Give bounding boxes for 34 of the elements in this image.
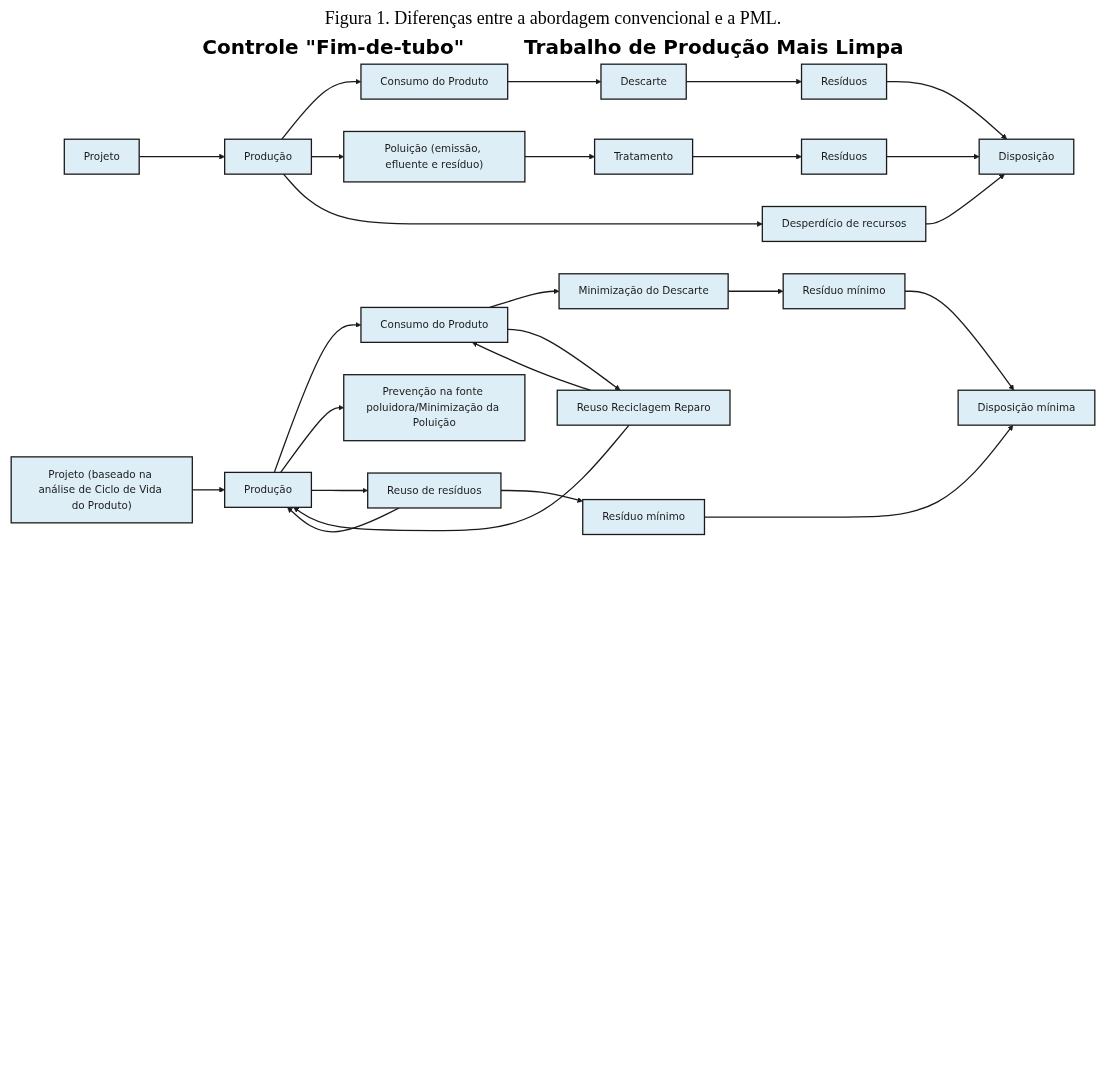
arrow bbox=[489, 288, 560, 309]
node-box: Desperdício de recursos bbox=[761, 205, 927, 243]
node-box: Resíduos bbox=[800, 138, 888, 175]
node-box: Reuso de resíduos bbox=[367, 472, 502, 509]
node-box: Minimização do Descarte bbox=[558, 273, 729, 310]
arrow bbox=[925, 173, 1005, 225]
node-box: Projeto (baseado na análise de Ciclo de Vida do Produto) bbox=[10, 456, 193, 524]
arrow bbox=[282, 173, 763, 227]
node-box: Disposição mínima bbox=[957, 389, 1096, 426]
node-box: Consumo do Produto bbox=[360, 63, 509, 100]
arrow bbox=[280, 404, 344, 474]
arrow bbox=[287, 507, 400, 533]
node-box: Disposição bbox=[978, 138, 1075, 175]
node-box: Projeto bbox=[63, 138, 140, 175]
arrow bbox=[507, 328, 621, 391]
arrow bbox=[500, 489, 583, 503]
figure-title: Figura 1. Diferenças entre a abordagem convencional e a PML. bbox=[324, 8, 782, 29]
node-box: Consumo do Produto bbox=[360, 306, 509, 343]
arrow bbox=[524, 153, 595, 160]
arrow bbox=[904, 290, 1015, 391]
section-heading: Controle "Fim-de-tubo" bbox=[202, 35, 465, 59]
node-box: Produção bbox=[224, 138, 313, 175]
node-box: Resíduo mínimo bbox=[582, 498, 706, 536]
node-box: Descarte bbox=[600, 63, 687, 100]
node-box: Resíduo mínimo bbox=[782, 273, 906, 310]
arrow bbox=[293, 424, 630, 532]
node-box: Produção bbox=[224, 471, 313, 508]
node-box: Poluição (emissão, efluente e resíduo) bbox=[343, 130, 526, 183]
section-heading: Trabalho de Produção Mais Limpa bbox=[524, 35, 904, 59]
node-box: Prevenção na fonte poluidora/Minimização da Poluição bbox=[343, 374, 526, 442]
node-box: Resíduos bbox=[800, 63, 888, 100]
node-box: Tratamento bbox=[593, 138, 694, 175]
arrow bbox=[472, 341, 591, 391]
node-box: Reuso Reciclagem Reparo bbox=[556, 389, 731, 426]
